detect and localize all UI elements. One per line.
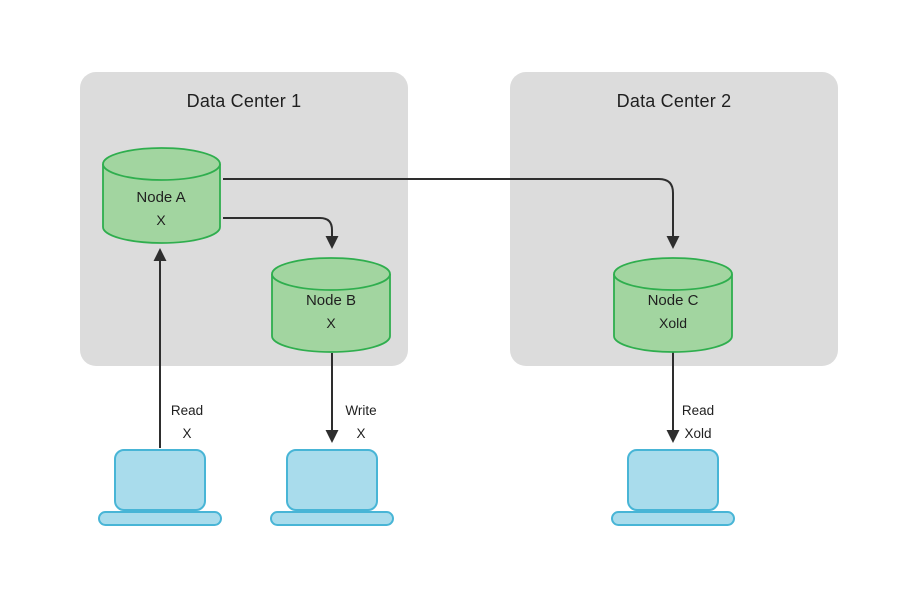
data-center-2-title: Data Center 2 [616,91,732,111]
laptop-1-icon [98,449,222,526]
data-center-1-title: Data Center 1 [186,91,302,111]
node-a-label: Node A X [102,189,220,228]
node-c-cylinder-icon [613,257,733,353]
operation-read-x-label: Read X [157,403,217,441]
node-b-name: Node B [305,292,357,309]
arrow-replicate-node-a-to-node-c [223,178,680,249]
node-b-cylinder-icon [271,257,391,353]
node-b-label: Node B X [272,292,390,331]
operation-action: Read [170,403,204,418]
operation-write-x-label: Write X [331,403,391,441]
laptop-3-icon [611,449,735,526]
node-c-value: Xold [658,315,688,331]
laptop-2-icon [270,449,394,526]
operation-read-xold-label: Read Xold [668,403,728,441]
operation-value: Xold [684,426,712,441]
node-a-value: X [156,212,166,228]
node-c-name: Node C [647,292,699,309]
node-a-name: Node A [136,189,186,206]
node-c-label: Node C Xold [614,292,732,331]
arrow-replicate-node-a-to-node-b [223,217,339,249]
operation-value: X [182,426,192,441]
operation-action: Write [345,403,377,418]
node-a-cylinder-icon [102,147,221,244]
node-b-value: X [326,315,336,331]
operation-value: X [356,426,366,441]
operation-action: Read [681,403,715,418]
